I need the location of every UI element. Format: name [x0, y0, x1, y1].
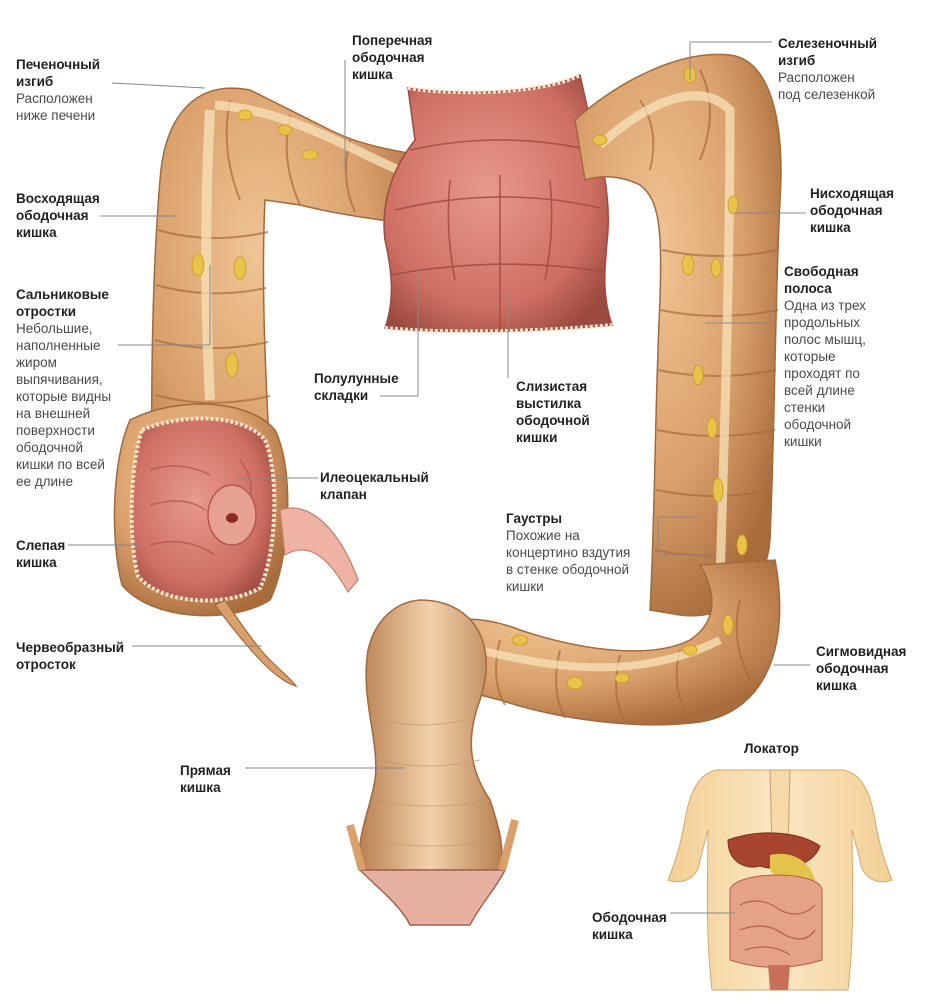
label-hepatic-flexure: Печеночный изгиб Расположен ниже печени [16, 56, 100, 124]
mucosa-title: Слизистая выстилка ободочной кишки [516, 379, 590, 445]
label-splenic-flexure: Селезеночный изгиб Расположен под селезе… [778, 35, 877, 103]
taenia-title: Свободная полоса [784, 264, 859, 296]
hepatic-flexure-desc: Расположен ниже печени [16, 91, 96, 123]
splenic-flexure-title: Селезеночный изгиб [778, 36, 878, 68]
haustra-desc: Похожие на концертино вздутия в стенке о… [506, 528, 631, 594]
epiploic-appendages-title: Сальниковые отростки [16, 287, 109, 319]
rectum-shape [346, 599, 519, 926]
label-epiploic-appendages: Сальниковые отростки Небольшие, наполнен… [16, 286, 111, 490]
haustra-title: Гаустры [506, 511, 563, 526]
label-mucosa: Слизистая выстилка ободочной кишки [516, 378, 590, 446]
cecum-shape [113, 403, 289, 617]
ileum-shape [279, 507, 359, 594]
label-descending-colon: Нисходящая ободочная кишка [810, 185, 894, 236]
hepatic-flexure-title: Печеночный изгиб [16, 57, 101, 89]
rectum-title: Прямая кишка [180, 763, 231, 795]
label-cecum: Слепая кишка [16, 537, 65, 571]
taenia-desc: Одна из трех продольных полос мышц, кото… [784, 298, 866, 449]
label-rectum: Прямая кишка [180, 762, 231, 796]
label-taenia: Свободная полоса Одна из трех продольных… [784, 263, 866, 450]
label-semilunar-folds: Полулунные складки [314, 370, 399, 404]
epiploic-appendages [191, 66, 748, 690]
epiploic-appendages-desc: Небольшие, наполненные жиром выпячивания… [16, 321, 112, 489]
appendix-shape [214, 599, 298, 687]
cecum-title: Слепая кишка [16, 538, 66, 570]
label-transverse-colon: Поперечная ободочная кишка [352, 32, 432, 83]
semilunar-folds-title: Полулунные складки [314, 371, 399, 403]
ileocecal-valve-title: Илеоцекальный клапан [320, 470, 429, 502]
label-ascending-colon: Восходящая ободочная кишка [16, 190, 100, 241]
label-locator-colon: Ободочная кишка [592, 909, 667, 943]
splenic-flexure-desc: Расположен под селезенкой [778, 70, 876, 102]
transverse-colon-section [383, 73, 614, 334]
ascending-colon-title: Восходящая ободочная кишка [16, 191, 100, 240]
label-sigmoid-colon: Сигмовидная ободочная кишка [816, 643, 906, 694]
label-locator: Локатор [744, 740, 799, 757]
label-ileocecal-valve: Илеоцекальный клапан [320, 469, 429, 503]
leader-lines [68, 41, 810, 914]
transverse-colon-title: Поперечная ободочная кишка [352, 33, 433, 82]
sigmoid-colon-title: Сигмовидная ободочная кишка [816, 644, 907, 693]
locator-colon-title: Ободочная кишка [592, 910, 667, 942]
label-appendix: Червеобразный отросток [16, 639, 124, 673]
descending-colon-title: Нисходящая ободочная кишка [810, 186, 895, 235]
descending-colon-shape [574, 53, 782, 617]
locator-torso [667, 769, 893, 991]
locator-title: Локатор [744, 741, 799, 756]
appendix-title: Червеобразный отросток [16, 640, 125, 672]
label-haustra: Гаустры Похожие на концертино вздутия в … [506, 510, 630, 595]
